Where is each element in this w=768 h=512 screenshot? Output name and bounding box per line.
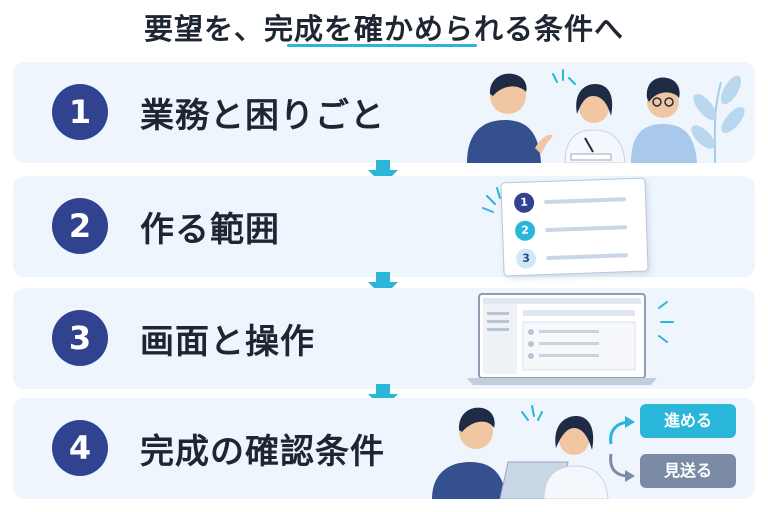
step-2-card: 2 作る範囲 1 2 3 — [13, 176, 755, 277]
step-4-number: 4 — [52, 420, 108, 476]
checklist-line — [544, 197, 627, 205]
step-2-label: 作る範囲 — [140, 210, 280, 250]
pair-review-illustration — [432, 405, 609, 499]
person-woman-icon — [543, 416, 609, 499]
checklist-number-2: 2 — [514, 220, 536, 242]
sparkle-lines-left — [482, 187, 501, 213]
down-arrow-icon — [368, 160, 398, 185]
checklist-number-3: 3 — [515, 248, 537, 270]
plant-icon — [691, 75, 745, 163]
proceed-option: 進める — [640, 404, 736, 438]
sparkle-icon — [552, 69, 576, 85]
step-3-number: 3 — [52, 310, 108, 366]
person-man-icon — [467, 73, 553, 163]
person-man-icon — [432, 407, 506, 499]
checklist-number-1: 1 — [513, 192, 535, 214]
step-4-label: 完成の確認条件 — [140, 432, 385, 472]
laptop-screen-illustration — [467, 293, 674, 385]
sparkle-icon — [482, 187, 501, 213]
page-title: 要望を、完成を確かめられる条件へ — [143, 12, 624, 46]
branch-arrows-icon — [609, 416, 635, 482]
checklist-line — [545, 225, 628, 233]
step-2-number: 2 — [52, 198, 108, 254]
down-arrow-icon — [368, 384, 398, 409]
step-1-card: 1 業務と困りごと — [13, 62, 755, 163]
sparkle-icon — [658, 301, 674, 343]
step-3-label: 画面と操作 — [140, 322, 315, 362]
person-woman-icon — [564, 84, 626, 163]
sparkle-icon — [521, 405, 543, 421]
defer-option: 見送る — [640, 454, 736, 488]
step-1-label: 業務と困りごと — [140, 96, 385, 136]
person-glasses-icon — [631, 77, 697, 163]
team-discussion-illustration — [467, 69, 745, 163]
title-underline — [287, 44, 477, 47]
laptop-icon — [467, 293, 657, 385]
checklist-card: 1 2 3 — [500, 177, 649, 277]
step-1-number: 1 — [52, 84, 108, 140]
checklist-line — [545, 253, 629, 261]
down-arrow-icon — [368, 272, 398, 297]
step-4-card: 4 完成の確認条件 進める 見送る — [13, 398, 755, 499]
step-3-card: 3 画面と操作 — [13, 288, 755, 389]
